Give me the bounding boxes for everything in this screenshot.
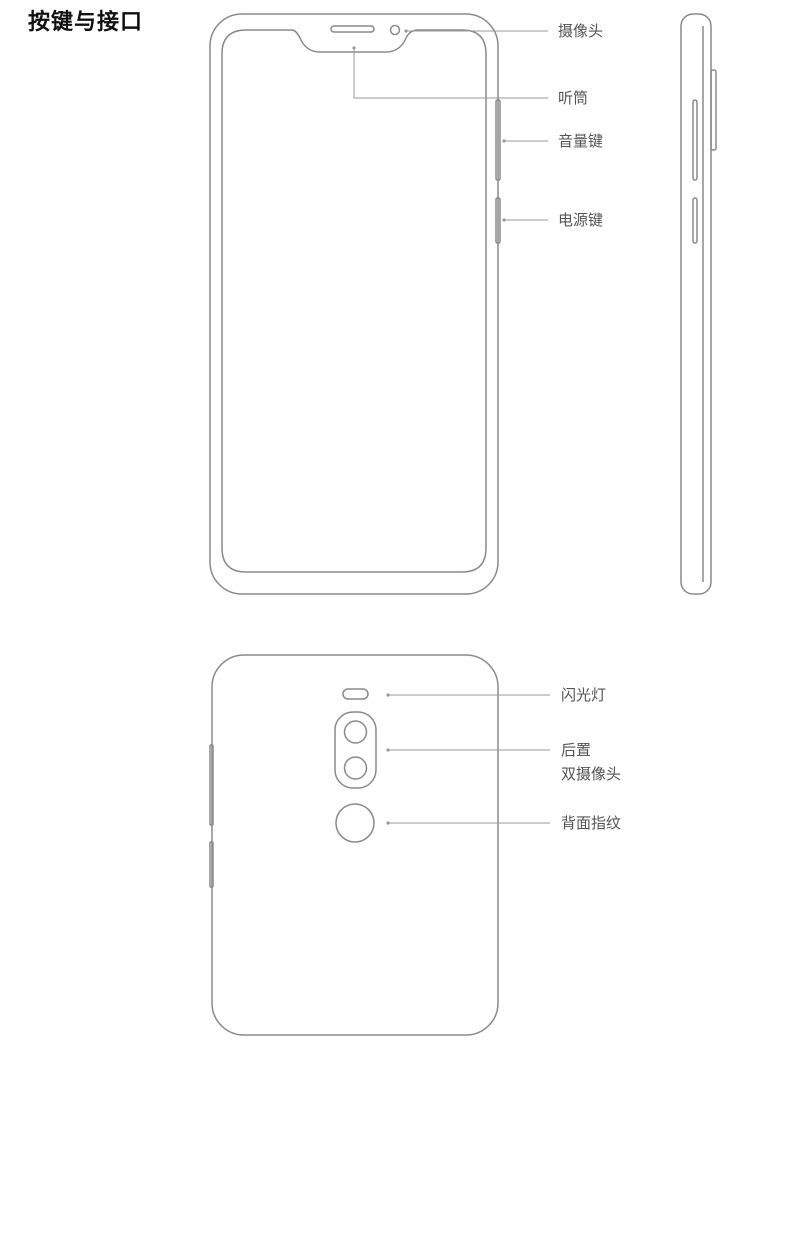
rear-camera-lens-lower bbox=[343, 756, 368, 780]
rear-fingerprint-sensor bbox=[335, 803, 375, 843]
leader-dots bbox=[352, 29, 506, 825]
label-camera: 摄像头 bbox=[558, 22, 604, 40]
front-body-outline bbox=[209, 13, 499, 595]
leader-earpiece bbox=[353, 48, 548, 99]
label-flash: 闪光灯 bbox=[561, 686, 607, 704]
label-fingerprint: 背面指纹 bbox=[561, 814, 622, 832]
back-side-key-lower bbox=[209, 841, 214, 888]
rear-camera-lens-upper bbox=[343, 720, 368, 744]
label-power-key: 电源键 bbox=[558, 211, 604, 229]
front-camera-lens bbox=[389, 24, 401, 36]
side-protrusion bbox=[710, 69, 717, 151]
back-side-key-upper bbox=[209, 744, 214, 826]
front-screen-outline bbox=[221, 29, 487, 573]
rear-camera-module bbox=[334, 711, 377, 789]
page-title: 按键与接口 bbox=[28, 10, 144, 35]
side-power-key bbox=[692, 197, 698, 244]
label-volume-key: 音量键 bbox=[558, 132, 604, 150]
side-body-outline bbox=[680, 13, 712, 595]
flash-window bbox=[342, 688, 369, 700]
back-body-outline bbox=[211, 654, 499, 1036]
side-volume-key bbox=[692, 99, 698, 181]
label-rear-camera-line1: 后置 bbox=[561, 741, 592, 759]
front-volume-key bbox=[495, 99, 501, 181]
label-earpiece: 听筒 bbox=[558, 89, 589, 107]
front-power-key bbox=[495, 197, 501, 244]
phone-front-view bbox=[209, 13, 501, 595]
earpiece-slot bbox=[330, 25, 375, 33]
phone-side-view bbox=[680, 13, 717, 595]
leader-lines bbox=[353, 30, 550, 824]
phone-back-view bbox=[209, 654, 499, 1036]
label-rear-camera-line2: 双摄像头 bbox=[561, 765, 622, 783]
